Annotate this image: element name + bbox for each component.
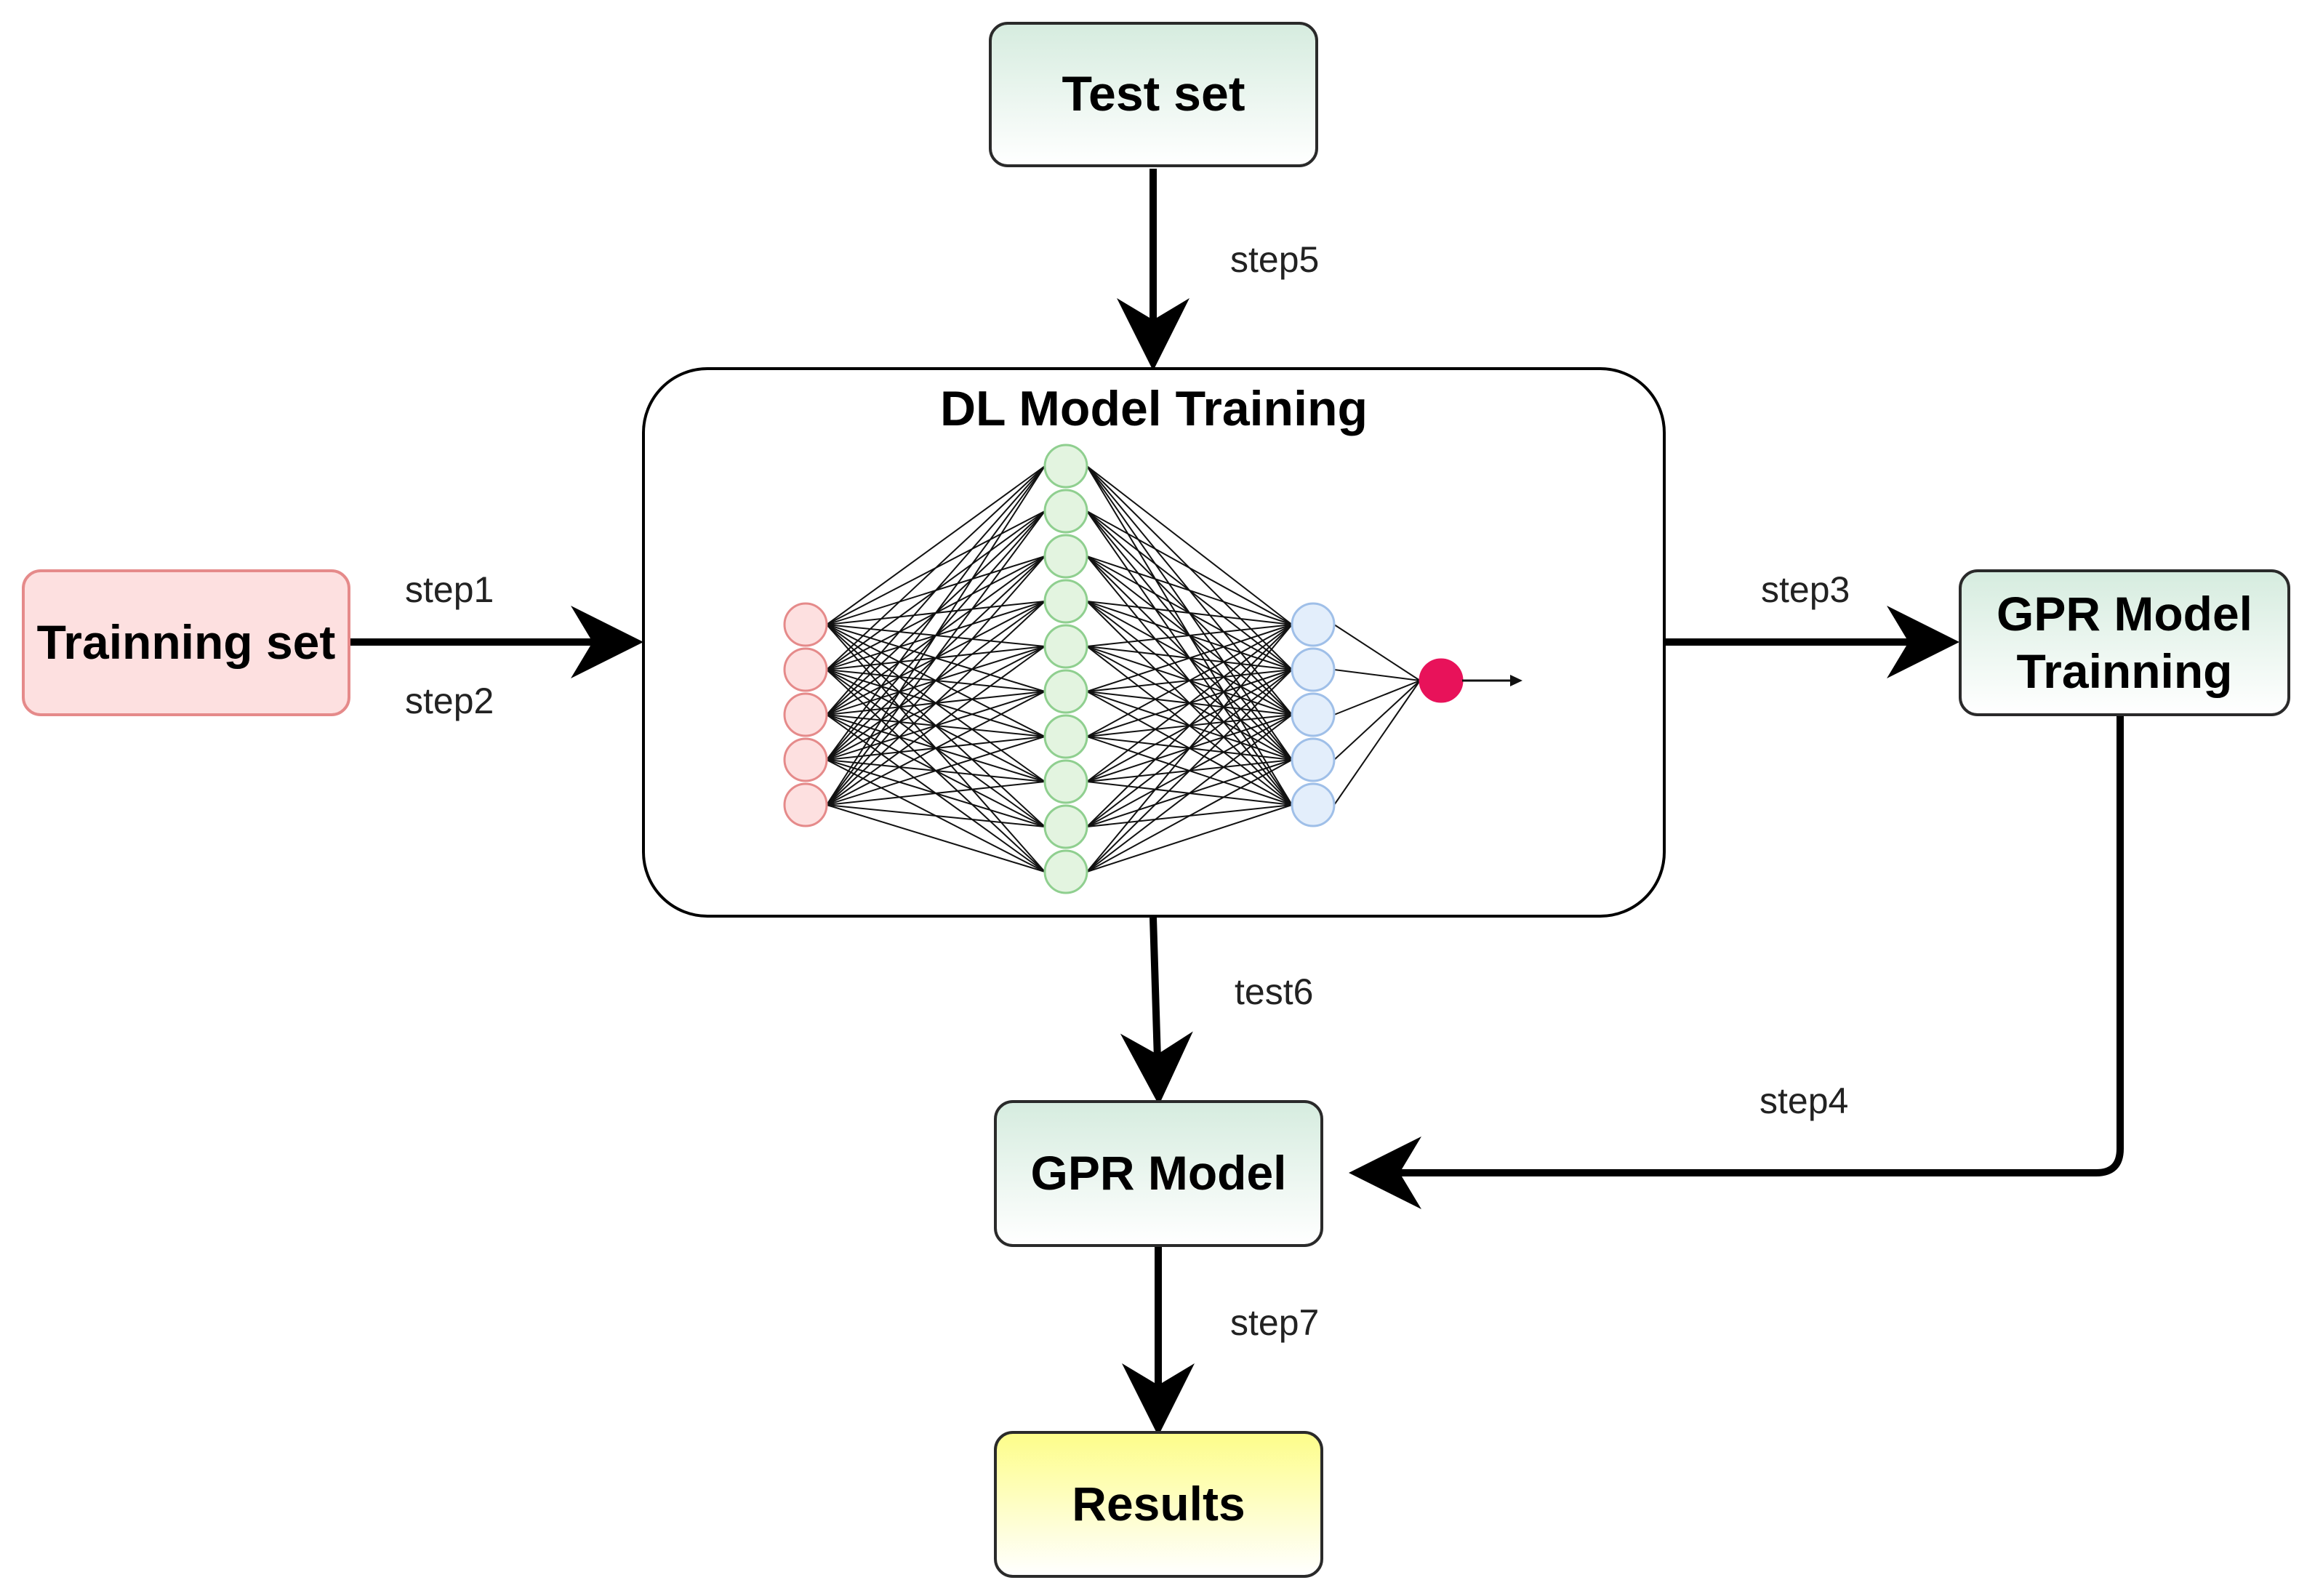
neuron-layer-2 [1043, 759, 1088, 804]
network-connection [1333, 624, 1421, 681]
network-connection [826, 781, 1046, 806]
network-connection [826, 804, 1046, 873]
network-connection [1086, 465, 1293, 625]
network-connection [826, 465, 1046, 670]
network-connection [826, 465, 1046, 715]
training-set-box: Trainning set [22, 569, 350, 716]
network-connection [826, 510, 1046, 806]
label-step3: step3 [1761, 569, 1850, 610]
test-set-box: Test set [989, 22, 1318, 167]
results-label: Results [1072, 1477, 1245, 1531]
network-connection [1086, 624, 1293, 647]
neuron-layer-1 [783, 782, 828, 827]
training-set-label: Trainning set [36, 615, 336, 670]
gpr-model-training-box: GPR Model Trainning [1959, 569, 2290, 716]
gpr-model-box: GPR Model [994, 1100, 1323, 1247]
neuron-layer-2 [1043, 579, 1088, 624]
network-connection [826, 465, 1046, 806]
network-connection [1086, 510, 1293, 625]
label-step5: step5 [1230, 239, 1320, 280]
network-connection [1086, 601, 1293, 625]
network-connection [826, 465, 1046, 625]
neuron-layer-2 [1043, 849, 1088, 894]
neuron-layer-3 [1291, 737, 1336, 782]
neuron-layer-2 [1043, 444, 1088, 489]
network-connection [1086, 556, 1293, 625]
label-test6: test6 [1235, 971, 1314, 1012]
neuron-layer-3 [1291, 647, 1336, 692]
network-connection [826, 601, 1046, 806]
network-connection [826, 736, 1046, 806]
label-step4: step4 [1760, 1080, 1849, 1121]
neuron-layer-2 [1043, 489, 1088, 534]
arrow-step4 [1349, 716, 2124, 1209]
network-connection [1086, 714, 1293, 873]
neuron-layer-1 [783, 692, 828, 737]
neuron-layer-3 [1291, 692, 1336, 737]
arrow-test6 [1120, 917, 1193, 1105]
neuron-layer-2 [1043, 714, 1088, 759]
network-connection [1086, 624, 1293, 827]
network-connection [1086, 759, 1293, 873]
network-connection [1333, 669, 1421, 681]
neuron-layer-1 [783, 602, 828, 647]
network-connection [1333, 680, 1421, 761]
network-connection [1086, 624, 1293, 737]
neuron-layer-1 [783, 737, 828, 782]
network-connection [826, 646, 1046, 806]
network-connection [1086, 624, 1293, 692]
label-step7: step7 [1230, 1302, 1320, 1343]
gpr-model-label: GPR Model [1030, 1146, 1287, 1200]
neuron-layer-2 [1043, 624, 1088, 669]
test-set-label: Test set [1062, 66, 1245, 122]
neuron-layer-2 [1043, 804, 1088, 849]
results-box: Results [994, 1431, 1323, 1578]
label-step2: step2 [405, 681, 494, 721]
dl-model-training-title: DL Model Training [939, 381, 1368, 436]
neuron-layer-1 [783, 647, 828, 692]
neuron-layer-3 [1291, 782, 1336, 827]
network-connection [1086, 624, 1293, 782]
output-neuron [1419, 658, 1464, 703]
network-connection [826, 804, 1046, 827]
gpr-model-training-label: GPR Model Trainning [1996, 586, 2252, 698]
network-connection [1086, 669, 1293, 873]
network-connection [826, 691, 1046, 806]
label-step1: step1 [405, 569, 494, 610]
network-connection [1333, 680, 1421, 715]
network-connections [826, 465, 1421, 873]
neuron-layer-2 [1043, 669, 1088, 714]
network-connection [826, 556, 1046, 806]
network-connection [1086, 804, 1293, 873]
output-arrowhead [1510, 675, 1522, 686]
network-connection [1086, 624, 1293, 873]
network-connection [826, 465, 1046, 761]
network-connection [1333, 680, 1421, 806]
neuron-layer-3 [1291, 602, 1336, 647]
neuron-layer-2 [1043, 534, 1088, 579]
